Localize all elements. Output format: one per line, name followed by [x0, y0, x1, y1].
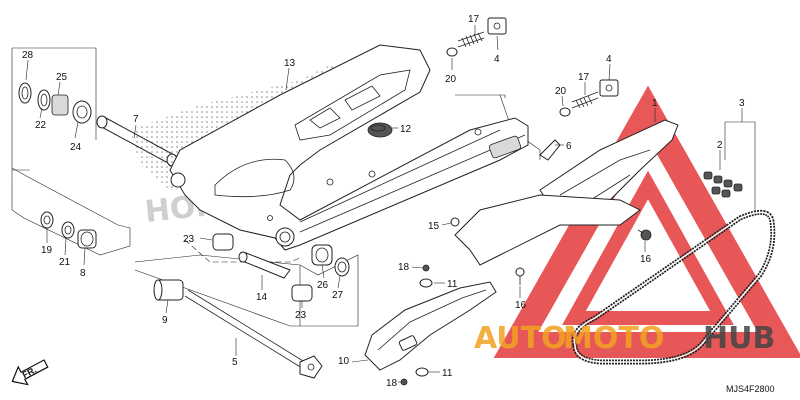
callout-2: 2 [717, 140, 723, 151]
callout-20b: 20 [555, 86, 567, 97]
adjuster-hardware [446, 17, 619, 117]
callout-17b: 17 [578, 72, 590, 83]
front-mark-text: FR. [21, 365, 38, 381]
chain-case-15 [450, 194, 641, 266]
callout-18a: 18 [398, 262, 410, 273]
callout-16a: 16 [640, 254, 652, 265]
callout-14: 14 [256, 292, 268, 303]
callout-10: 10 [338, 356, 350, 367]
cap-12 [367, 122, 393, 138]
callout-3: 3 [739, 98, 745, 109]
part-4b [599, 79, 619, 97]
callout-16b: 16 [515, 300, 527, 311]
callout-5: 5 [232, 357, 238, 368]
swingarm-13: HONDA [130, 44, 529, 251]
callout-26: 26 [317, 280, 329, 291]
callout-21: 21 [59, 257, 71, 268]
callout-13: 13 [284, 58, 296, 69]
callout-15: 15 [428, 221, 440, 232]
watermark-text: AUTO MOTO HUB [474, 321, 775, 356]
callout-23a: 23 [183, 234, 195, 245]
part-25-bearing [51, 94, 69, 116]
callout-4b: 4 [606, 54, 612, 65]
callout-23b: 23 [295, 310, 307, 321]
left-bearing-stack [18, 82, 92, 124]
callout-17a: 17 [468, 14, 480, 25]
callout-9: 9 [162, 315, 168, 326]
callout-28: 28 [22, 50, 34, 61]
callout-18b: 18 [386, 378, 398, 389]
callout-8: 8 [80, 268, 86, 279]
callout-22: 22 [35, 120, 47, 131]
bolts-16 [515, 229, 652, 285]
callout-7: 7 [133, 114, 139, 125]
callout-12: 12 [400, 124, 412, 135]
chain-slider-10 [364, 281, 497, 371]
drive-chain-3 [571, 209, 776, 365]
watermark-hub: HUB [703, 321, 775, 356]
callout-27: 27 [332, 290, 344, 301]
callout-19: 19 [41, 245, 53, 256]
leader-lines [25, 25, 743, 383]
callout-6: 6 [566, 141, 572, 152]
part-4a [487, 17, 507, 35]
part-28-seal [18, 82, 32, 104]
callout-24: 24 [70, 142, 82, 153]
callout-4a: 4 [494, 54, 500, 65]
watermark-moto: MOTO [563, 321, 664, 356]
callout-25: 25 [56, 72, 68, 83]
watermark-auto: AUTO [474, 321, 567, 356]
diagram-code: MJS4F2800 [726, 384, 775, 394]
callout-labels: 28 25 22 24 7 13 17 20 4 17 20 4 1 3 2 1… [22, 14, 745, 389]
part-24-bearing [72, 100, 92, 124]
bracket-6 [539, 139, 561, 161]
callout-20a: 20 [445, 74, 457, 85]
callout-11a: 11 [447, 279, 458, 290]
callout-1: 1 [652, 98, 658, 109]
pivot-axle [153, 279, 323, 379]
part-22-collar [37, 89, 51, 111]
watermark-triangles [493, 85, 800, 358]
master-link-2 [703, 171, 743, 198]
callout-11b: 11 [442, 368, 453, 379]
lower-pivot-parts [212, 233, 350, 302]
front-direction-arrow: FR. [11, 359, 49, 386]
